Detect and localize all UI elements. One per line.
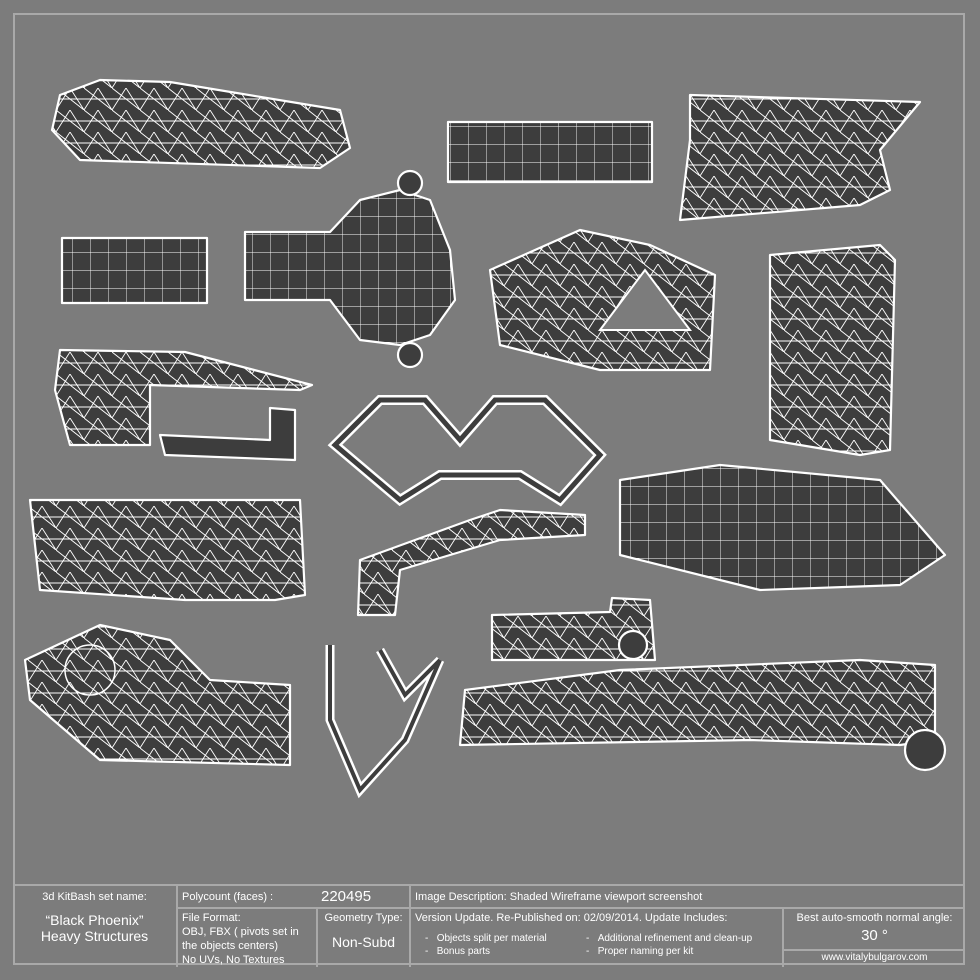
set-name-label: 3d KitBash set name: (42, 891, 147, 903)
smooth-angle-cell: Best auto-smooth normal angle: 30 ° (784, 908, 965, 950)
smooth-angle-label: Best auto-smooth normal angle: (796, 912, 953, 924)
file-format-line2: the objects centers) (182, 940, 278, 952)
mesh-part-14 (325, 645, 445, 799)
mesh-part-6 (488, 228, 717, 372)
mesh-part-1 (50, 78, 352, 170)
mesh-part-11 (356, 508, 587, 617)
set-name-cell: 3d KitBash set name: “Black Phoenix” Hea… (13, 886, 178, 967)
geometry-type-value: Non-Subd (331, 934, 396, 950)
file-format-cell: File Format: OBJ, FBX ( pivots set in th… (178, 908, 318, 967)
mesh-part-13 (23, 623, 292, 767)
mesh-part-15 (490, 596, 657, 662)
mesh-part-7 (768, 243, 897, 457)
mesh-part-5 (243, 169, 457, 369)
smooth-angle-value: 30 ° (861, 927, 888, 944)
update-item: - Bonus parts (425, 946, 491, 957)
mesh-part-8 (53, 348, 314, 462)
file-format-line1: OBJ, FBX ( pivots set in (182, 926, 299, 938)
set-name-line2: Heavy Structures (40, 928, 149, 944)
geometry-type-cell: Geometry Type: Non-Subd (318, 908, 411, 967)
mesh-part-9 (327, 395, 607, 507)
image-description: Image Description: Shaded Wireframe view… (415, 891, 703, 903)
mesh-part-12 (618, 463, 947, 592)
mesh-part-4 (60, 236, 209, 305)
polycount-value: 220495 (321, 888, 372, 905)
update-item: - Objects split per material (425, 933, 547, 944)
polycount-label: Polycount (faces) : (182, 891, 274, 903)
file-format-line3: No UVs, No Textures (182, 954, 285, 966)
set-name-line1: “Black Phoenix” (45, 912, 144, 928)
polycount-cell: Polycount (faces) : 220495 (178, 886, 411, 908)
geometry-type-label: Geometry Type: (324, 912, 403, 924)
viewport-frame (13, 13, 965, 965)
mesh-part-16 (458, 658, 947, 772)
version-update-cell: Version Update. Re-Published on: 02/09/2… (411, 908, 784, 967)
update-item: - Additional refinement and clean-up (586, 933, 753, 944)
wireframe-viewport (23, 78, 947, 799)
update-item: - Proper naming per kit (586, 946, 694, 957)
info-panel: 3d KitBash set name: “Black Phoenix” Hea… (13, 884, 965, 967)
mesh-part-2 (446, 120, 654, 184)
mesh-part-10 (28, 498, 307, 602)
file-format-label: File Format: (182, 912, 241, 924)
version-update-text: Version Update. Re-Published on: 02/09/2… (415, 912, 728, 924)
mesh-part-3 (678, 93, 922, 222)
website-link[interactable]: www.vitalybulgarov.com (821, 952, 928, 963)
